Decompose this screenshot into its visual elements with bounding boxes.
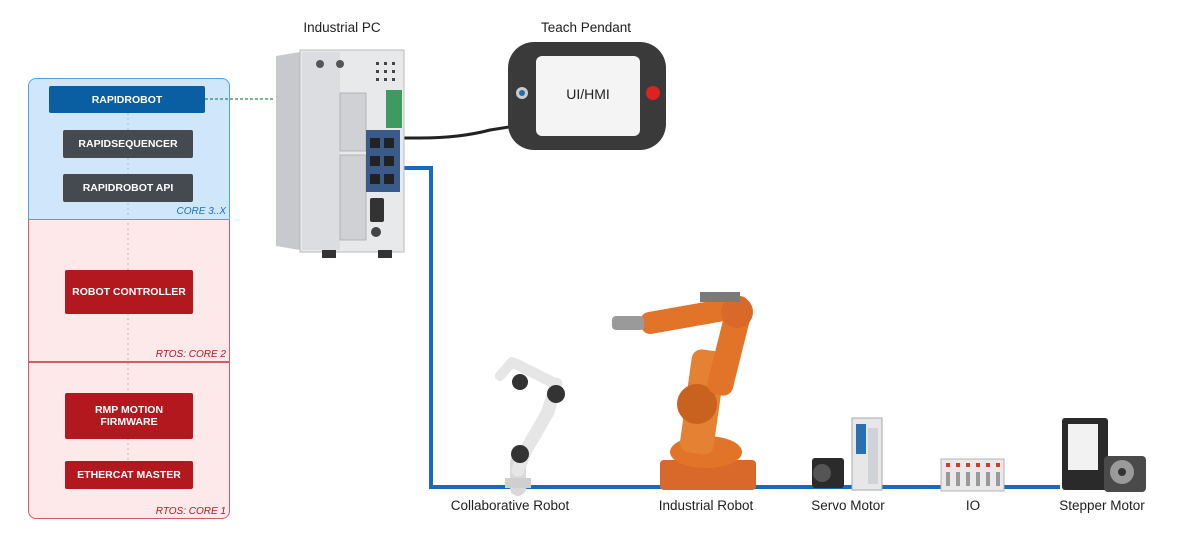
collaborative-robot-image [495,357,565,496]
industrial-robot-image [612,292,756,490]
collaborative-robot-label: Collaborative Robot [450,498,570,513]
rapidsequencer-label: RAPIDSEQUENCER [78,138,178,150]
teach-pendant-image [508,42,666,150]
rtos-core-2-label: RTOS: CORE 2 [155,349,226,360]
industrial-robot-label: Industrial Robot [658,498,754,513]
io-module-image [940,458,1005,492]
robot-controller-label: ROBOT CONTROLLER [72,286,186,298]
pendant-screen-label: UI/HMI [566,86,610,102]
industrial-pc-image [276,49,405,258]
ethercat-master-box: ETHERCAT MASTER [65,461,193,489]
teach-pendant-label: Teach Pendant [540,20,632,35]
core-3-label: CORE 3..X [176,206,226,217]
rapidrobot-label: RAPIDROBOT [91,93,163,106]
rtos-core-1-label: RTOS: CORE 1 [155,506,226,517]
io-label: IO [965,498,981,513]
ethercat-master-label: ETHERCAT MASTER [77,469,181,481]
servo-motor-image [812,417,883,491]
servo-motor-label: Servo Motor [811,498,885,513]
robot-controller-box: ROBOT CONTROLLER [65,270,193,314]
stepper-motor-image [1062,418,1146,492]
rapidrobot-box: RAPIDROBOT [49,86,205,113]
rtos-core-1-panel [28,362,230,519]
rapidrobot-api-box: RAPIDROBOT API [63,174,193,202]
rapidrobot-api-label: RAPIDROBOT API [82,182,174,194]
industrial-pc-label: Industrial PC [303,20,381,35]
rmp-motion-firmware-label: RMP MOTION FIRMWARE [94,404,164,428]
rapidsequencer-box: RAPIDSEQUENCER [63,130,193,158]
rmp-motion-firmware-box: RMP MOTION FIRMWARE [65,393,193,439]
stepper-motor-label: Stepper Motor [1059,498,1145,513]
pendant-cable [400,123,523,140]
